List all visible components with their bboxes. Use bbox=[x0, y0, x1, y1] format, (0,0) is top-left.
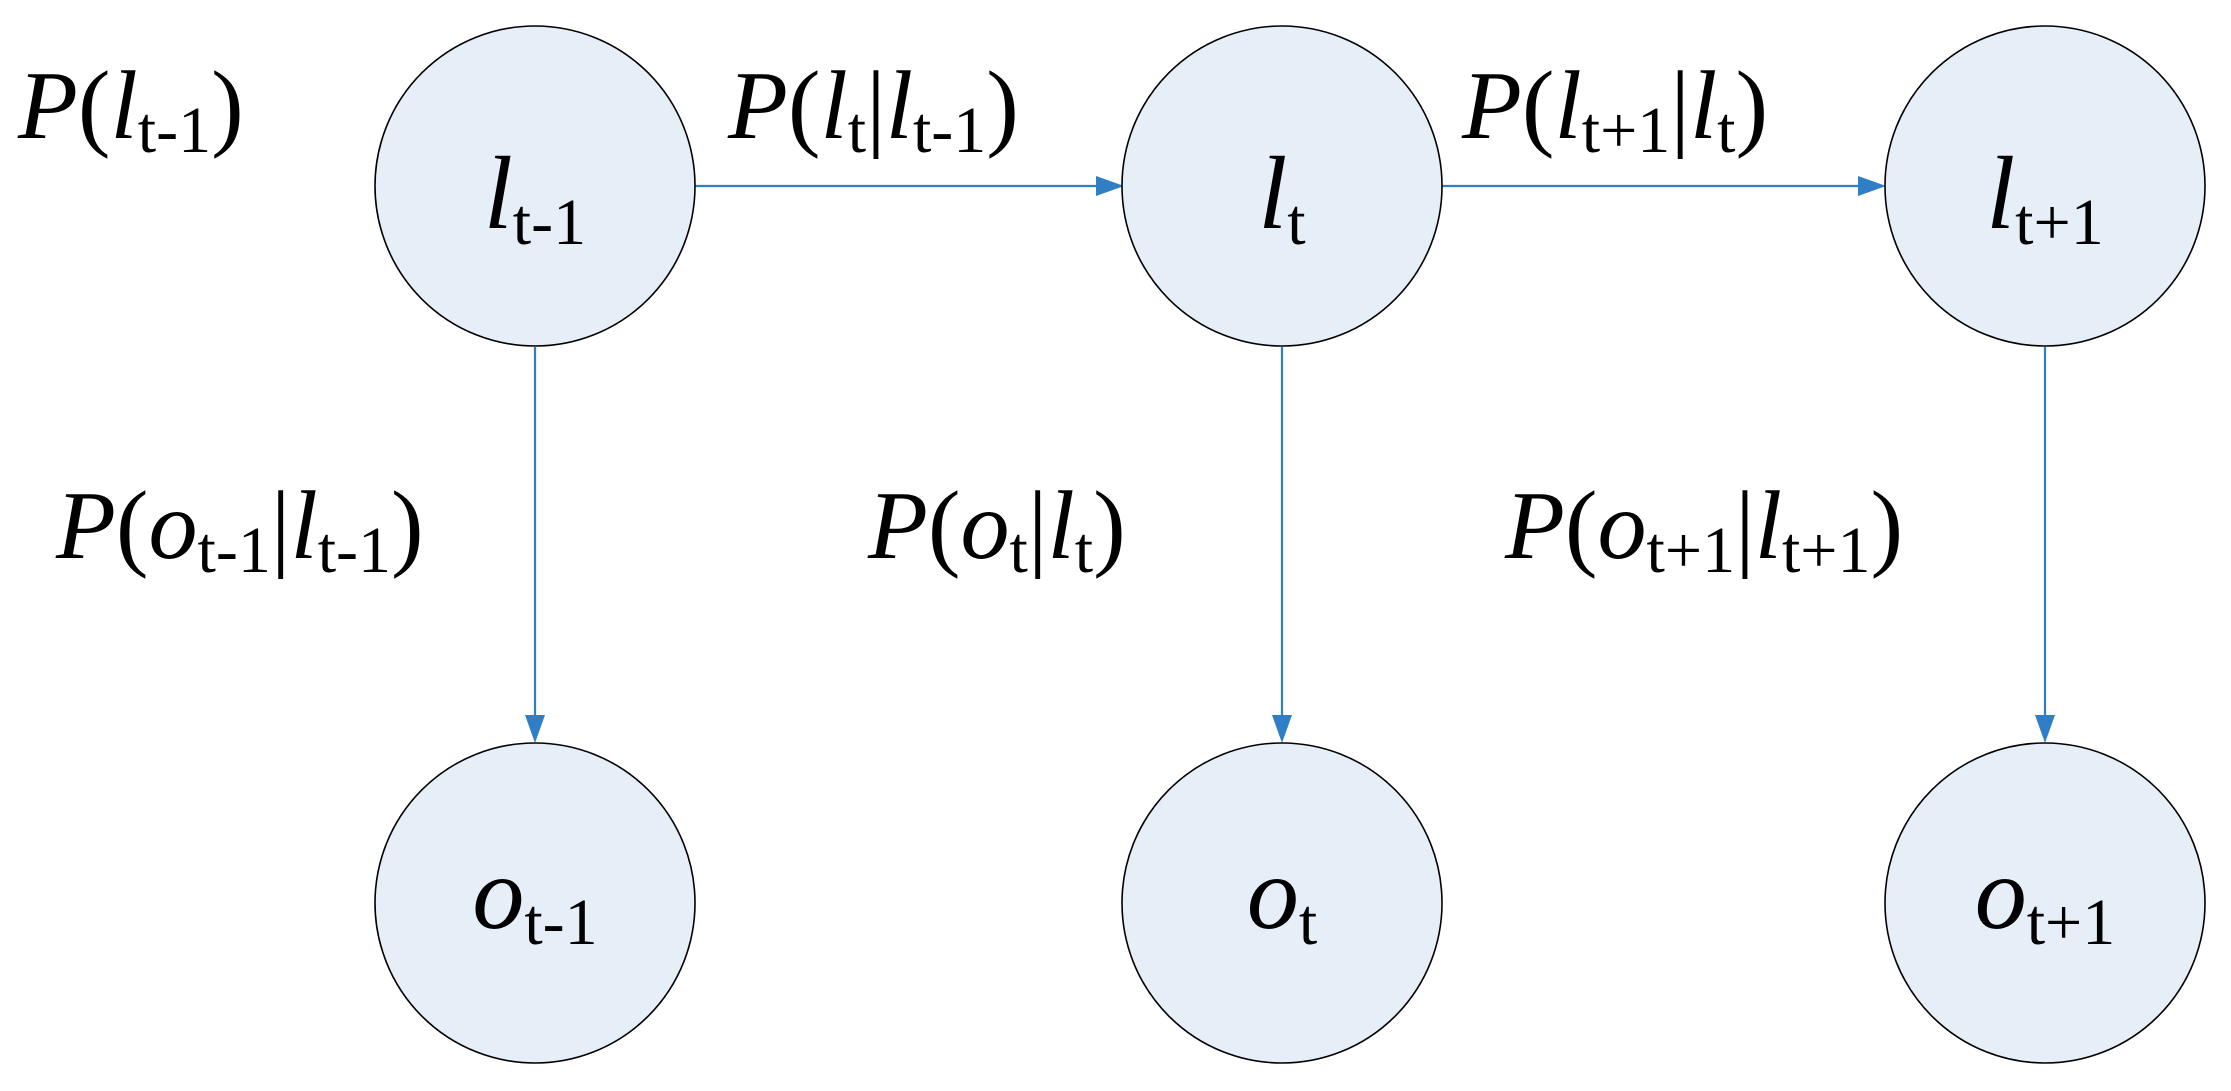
node-l-curr: lt bbox=[1121, 25, 1443, 347]
node-sub: t-1 bbox=[513, 186, 586, 259]
node-var: l bbox=[484, 136, 513, 251]
svg-text:ot+1: ot+1 bbox=[1975, 836, 2116, 959]
node-sub: t bbox=[1287, 186, 1305, 259]
node-var: o bbox=[1247, 836, 1299, 951]
node-l-prev: lt-1 bbox=[374, 25, 696, 347]
node-l-next: lt+1 bbox=[1884, 25, 2206, 347]
label-emission-curr: P(ot|lt) bbox=[867, 472, 1126, 587]
label-transition-curr-next: P(lt+1|lt) bbox=[1461, 52, 1768, 167]
edge-l-curr-to-o-curr bbox=[1272, 347, 1292, 743]
node-var: o bbox=[472, 836, 524, 951]
svg-text:lt-1: lt-1 bbox=[484, 136, 586, 259]
svg-text:ot: ot bbox=[1247, 836, 1317, 959]
label-emission-next: P(ot+1|lt+1) bbox=[1504, 472, 1903, 587]
label-prior: P(lt-1) bbox=[17, 52, 244, 167]
node-var: l bbox=[1258, 136, 1287, 251]
node-o-prev: ot-1 bbox=[374, 742, 696, 1064]
svg-text:ot-1: ot-1 bbox=[472, 836, 597, 959]
edge-l-curr-to-l-next bbox=[1441, 176, 1886, 196]
edges bbox=[525, 176, 2055, 743]
node-var: l bbox=[1986, 136, 2015, 251]
svg-text:lt+1: lt+1 bbox=[1986, 136, 2103, 259]
edge-l-prev-to-l-curr bbox=[695, 176, 1124, 196]
edge-l-prev-to-o-prev bbox=[525, 347, 545, 743]
node-sub: t bbox=[1299, 886, 1317, 959]
node-o-next: ot+1 bbox=[1884, 742, 2206, 1064]
node-o-curr: ot bbox=[1121, 742, 1443, 1064]
node-sub: t+1 bbox=[2027, 886, 2116, 959]
node-sub: t-1 bbox=[524, 886, 597, 959]
svg-text:lt: lt bbox=[1258, 136, 1305, 259]
edge-l-next-to-o-next bbox=[2035, 347, 2055, 743]
labels: P(lt-1) P(lt|lt-1) P(lt+1|lt) P(ot-1|lt-… bbox=[17, 52, 1903, 587]
nodes: lt-1 lt lt+1 ot-1 ot bbox=[374, 25, 2206, 1064]
label-emission-prev: P(ot-1|lt-1) bbox=[55, 472, 424, 587]
label-transition-prev-curr: P(lt|lt-1) bbox=[727, 52, 1019, 167]
node-sub: t+1 bbox=[2015, 186, 2104, 259]
node-var: o bbox=[1975, 836, 2027, 951]
